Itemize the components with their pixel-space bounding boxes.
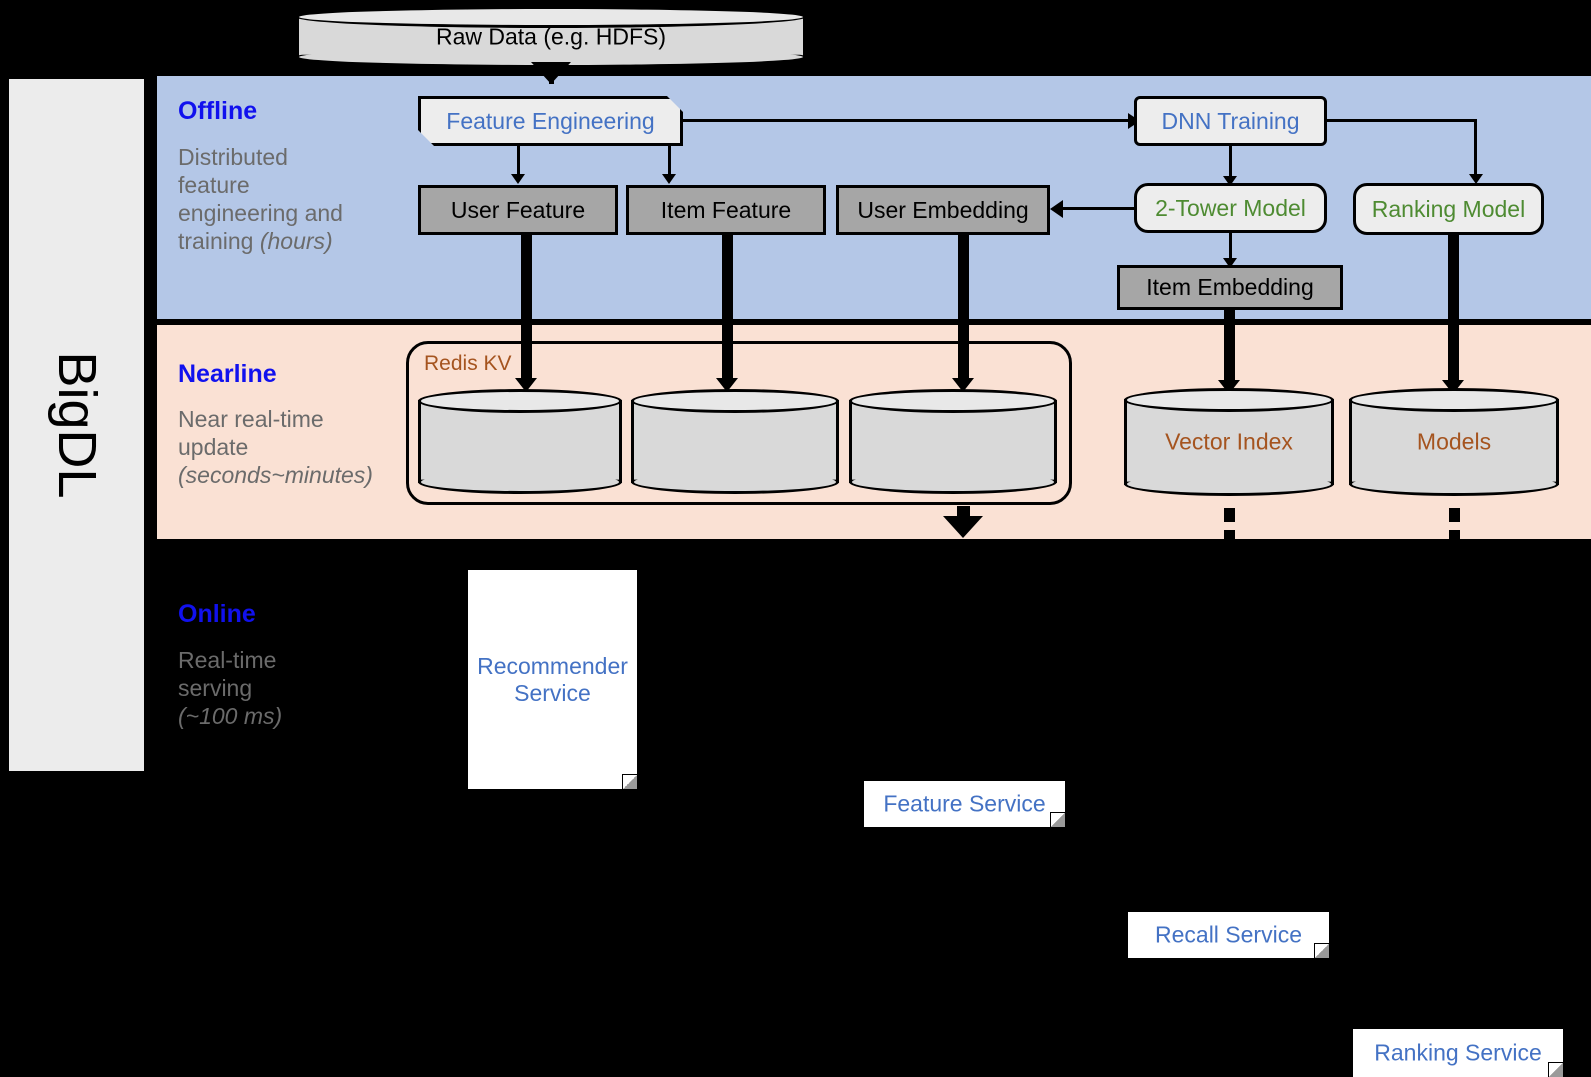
ranking-service-node[interactable]: Ranking Service xyxy=(1353,1029,1563,1077)
user-embedding-node[interactable]: User Embedding xyxy=(836,185,1050,235)
ranking-model-label: Ranking Model xyxy=(1371,195,1526,222)
user-feature-store-cylinder[interactable] xyxy=(418,389,622,494)
connector-fe-itemfeature xyxy=(668,146,671,176)
item-feature-store-cylinder[interactable] xyxy=(631,389,839,494)
online-layer-description: Real-time serving (~100 ms) xyxy=(178,647,283,730)
offline-layer-title: Offline xyxy=(178,97,258,125)
item-feature-label: Item Feature xyxy=(660,196,792,223)
connector-stub-vectorindex-a xyxy=(1224,508,1235,522)
redis-kv-container xyxy=(406,341,1072,505)
item-embedding-node[interactable]: Item Embedding xyxy=(1117,265,1343,310)
user-embedding-label: User Embedding xyxy=(857,196,1029,223)
online-layer-title: Online xyxy=(178,600,256,628)
arrowhead-redis-featureservice xyxy=(943,516,983,538)
connector-dnn-ranking-v xyxy=(1474,119,1477,176)
connector-twotower-itemembedding xyxy=(1229,233,1232,262)
two-tower-model-label: 2-Tower Model xyxy=(1155,194,1306,221)
redis-kv-label: Redis KV xyxy=(424,352,512,375)
cylinder-body xyxy=(631,400,839,483)
arrowhead-rawdata-fe xyxy=(531,62,571,84)
vector-index-label: Vector Index xyxy=(1165,428,1293,455)
cylinder-top xyxy=(631,389,839,413)
connector-fe-userfeature xyxy=(517,146,520,176)
nearline-layer-description: Near real-time update (seconds~minutes) xyxy=(178,406,373,489)
cylinder-body xyxy=(1349,399,1559,485)
bigdl-rail: BigDL xyxy=(8,78,145,772)
connector-dnn-twotower xyxy=(1229,146,1232,178)
arrowhead-twotower-itemembedding xyxy=(1223,258,1237,268)
cylinder-top xyxy=(1124,388,1334,412)
models-cylinder[interactable]: Models xyxy=(1349,388,1559,496)
raw-data-cylinder: Raw Data (e.g. HDFS) xyxy=(296,6,806,68)
arrowhead-dnn-ranking xyxy=(1469,174,1483,184)
arrowhead-fe-itemfeature xyxy=(662,174,676,184)
pipe-itemembedding-vectorindex xyxy=(1224,310,1235,385)
pipe-userfeature-store xyxy=(521,235,532,383)
page-fold-icon xyxy=(1314,943,1329,958)
cylinder-top xyxy=(1349,388,1559,412)
item-embedding-label: Item Embedding xyxy=(1146,274,1314,300)
arrowhead-dnn-twotower xyxy=(1223,176,1237,186)
cylinder-body xyxy=(849,400,1057,483)
connector-stub-models-b xyxy=(1449,530,1460,542)
dnn-training-node[interactable]: DNN Training xyxy=(1134,96,1327,146)
connector-dnn-ranking-h xyxy=(1327,119,1477,122)
connector-stub-vectorindex-b xyxy=(1224,530,1235,542)
vector-index-cylinder[interactable]: Vector Index xyxy=(1124,388,1334,496)
user-feature-node[interactable]: User Feature xyxy=(418,185,618,235)
feature-service-label: Feature Service xyxy=(883,790,1046,817)
arrowhead-twotower-userembedding xyxy=(1050,200,1063,218)
connector-twotower-userembedding xyxy=(1063,207,1134,210)
connector-stub-models-a xyxy=(1449,508,1460,522)
models-label: Models xyxy=(1416,428,1492,455)
raw-data-label: Raw Data (e.g. HDFS) xyxy=(435,23,667,50)
recall-service-label: Recall Service xyxy=(1155,921,1302,948)
page-fold-icon xyxy=(1548,1062,1563,1077)
online-layer-band xyxy=(157,545,1591,789)
ranking-model-node[interactable]: Ranking Model xyxy=(1353,183,1544,235)
connector-stub-redis-featureservice xyxy=(957,506,970,519)
cylinder-top xyxy=(296,6,806,28)
dnn-training-label: DNN Training xyxy=(1161,107,1300,134)
user-feature-label: User Feature xyxy=(450,196,586,223)
cylinder-top xyxy=(849,389,1057,413)
nearline-layer-title: Nearline xyxy=(178,360,277,388)
cylinder-body xyxy=(1124,399,1334,485)
feature-engineering-node[interactable]: Feature Engineering xyxy=(418,96,683,146)
pipe-userembedding-store xyxy=(958,235,969,383)
diagram-canvas: BigDL Raw Data (e.g. HDFS) Offline Distr… xyxy=(8,6,1591,1077)
recommender-service-node[interactable]: Recommender Service xyxy=(468,570,637,789)
user-embedding-store-cylinder[interactable] xyxy=(849,389,1057,494)
pipe-itemfeature-store xyxy=(722,235,733,383)
connector-fe-dnn xyxy=(683,119,1130,122)
page-fold-icon xyxy=(1050,812,1065,827)
page-fold-icon xyxy=(622,774,637,789)
arrowhead-fe-userfeature xyxy=(511,174,525,184)
offline-layer-description: Distributed feature engineering and trai… xyxy=(178,144,343,255)
pipe-rankingmodel-models xyxy=(1448,235,1459,385)
ranking-service-label: Ranking Service xyxy=(1374,1039,1542,1066)
cylinder-body xyxy=(418,400,622,483)
bigdl-label: BigDL xyxy=(46,351,107,499)
feature-engineering-label: Feature Engineering xyxy=(446,107,655,134)
cylinder-top xyxy=(418,389,622,413)
item-feature-node[interactable]: Item Feature xyxy=(626,185,826,235)
feature-service-node[interactable]: Feature Service xyxy=(864,781,1065,827)
recall-service-node[interactable]: Recall Service xyxy=(1128,912,1329,958)
two-tower-model-node[interactable]: 2-Tower Model xyxy=(1134,183,1327,233)
recommender-service-label: Recommender Service xyxy=(477,652,628,706)
